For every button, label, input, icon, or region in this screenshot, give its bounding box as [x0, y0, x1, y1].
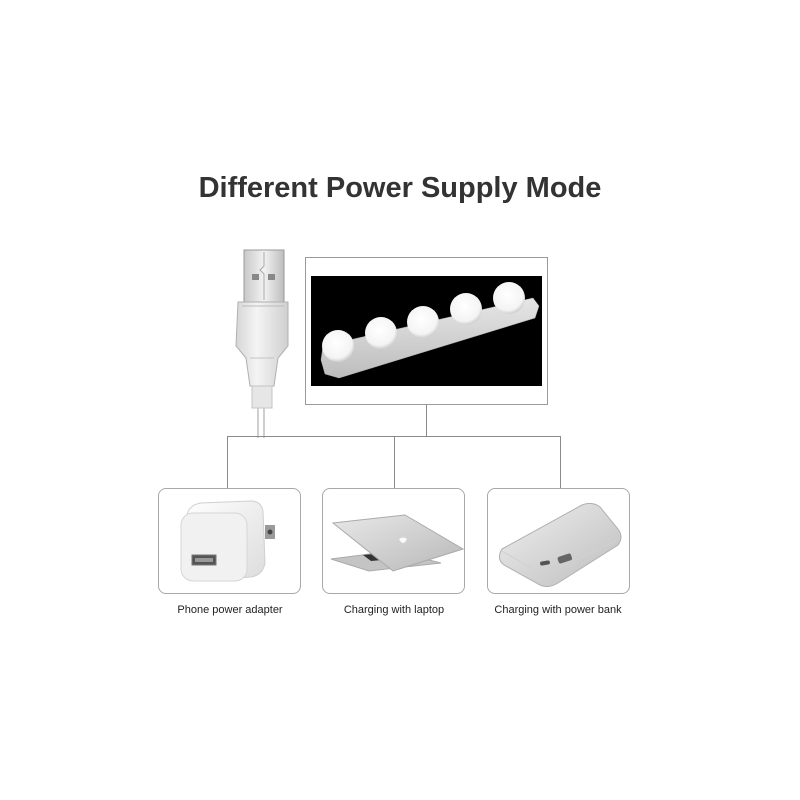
bulb-icon: [493, 282, 525, 314]
usb-plug-icon: [230, 246, 292, 438]
diagram-title: Different Power Supply Mode: [198, 172, 602, 204]
option-card-phone-adapter: [158, 488, 301, 594]
power-bank-icon: [498, 502, 622, 588]
bulb-icon: [365, 317, 397, 349]
option-label-laptop: Charging with laptop: [343, 604, 445, 616]
option-card-laptop: [322, 488, 465, 594]
option-label-power-bank: Charging with power bank: [494, 604, 622, 616]
wall-adapter-icon: [180, 500, 275, 582]
connector-line-right: [560, 436, 561, 488]
connector-line-vertical-main: [426, 405, 427, 437]
connector-line-middle: [394, 436, 395, 488]
product-image-frame: [305, 257, 548, 405]
bulb-icon: [450, 293, 482, 325]
option-card-power-bank: [487, 488, 630, 594]
bulb-icon: [322, 330, 354, 362]
light-bar-image: [311, 276, 542, 386]
laptop-icon: [330, 514, 464, 572]
connector-line-left: [227, 436, 228, 488]
option-label-phone-adapter: Phone power adapter: [177, 604, 283, 616]
bulb-icon: [407, 306, 439, 338]
